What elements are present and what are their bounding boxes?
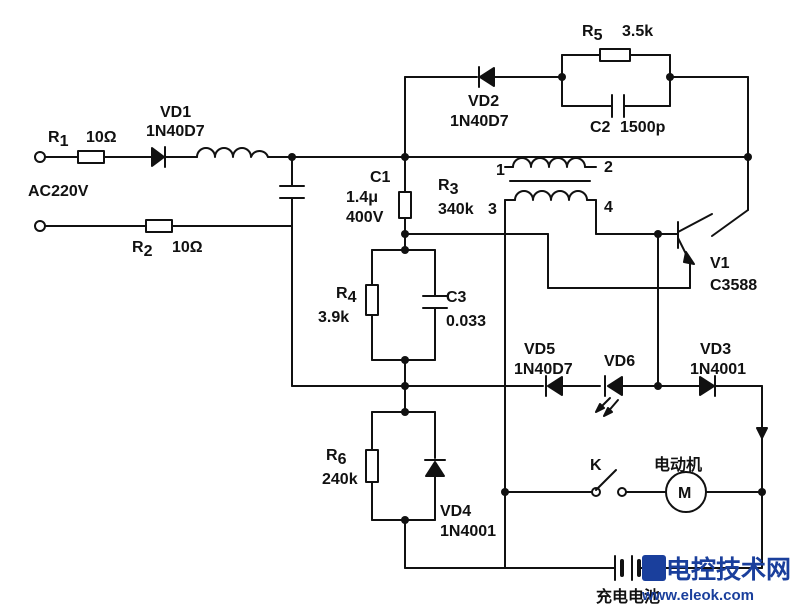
c2-value: 1500p xyxy=(620,119,666,136)
transformer-terminal-1: 1 xyxy=(496,162,505,179)
ac-terminal-top xyxy=(34,151,46,163)
vd5-label: VD5 xyxy=(524,341,555,358)
r1-label: R1 xyxy=(48,129,69,150)
r6-label: R6 xyxy=(326,447,347,468)
vd4-label: VD4 xyxy=(440,503,471,520)
diode-vd3 xyxy=(699,375,716,397)
vd4-part: 1N4001 xyxy=(440,523,496,540)
vd5-part: 1N40D7 xyxy=(514,361,573,378)
vd6-label: VD6 xyxy=(604,353,635,370)
resistor-r2 xyxy=(145,219,173,233)
diode-vd2 xyxy=(478,66,495,88)
resistor-r5 xyxy=(599,48,631,62)
v1-label: V1 xyxy=(710,255,730,272)
transformer-terminal-3: 3 xyxy=(488,201,497,218)
switch-k xyxy=(591,469,627,497)
current-arrow xyxy=(756,427,768,439)
c3-label: C3 xyxy=(446,289,467,306)
transformer-terminal-2: 2 xyxy=(604,159,613,176)
r5-label: R5 xyxy=(582,23,603,44)
r2-label: R2 xyxy=(132,239,153,260)
motor xyxy=(665,471,707,513)
r5-value: 3.5k xyxy=(622,23,653,40)
r2-value: 10Ω xyxy=(172,239,203,256)
r3-label: R3 xyxy=(438,177,459,198)
watermark-title: 电控技术网 xyxy=(666,556,791,584)
junction-dots xyxy=(288,73,766,524)
resistor-r4 xyxy=(365,284,379,316)
c1-label: C1 xyxy=(370,169,391,186)
r6-value: 240k xyxy=(322,471,358,488)
k-label: K xyxy=(590,457,602,474)
transistor-v1 xyxy=(677,213,713,265)
r4-value: 3.9k xyxy=(318,309,349,326)
inductor-l1 xyxy=(196,147,269,158)
vd3-label: VD3 xyxy=(700,341,731,358)
motor-label: 电动机 xyxy=(654,455,702,474)
r1-value: 10Ω xyxy=(86,129,117,146)
c2-label: C2 xyxy=(590,119,611,136)
vd1-part: 1N40D7 xyxy=(146,123,205,140)
vd3-part: 1N4001 xyxy=(690,361,746,378)
c1-value1: 1.4μ xyxy=(346,189,378,206)
diode-vd5 xyxy=(545,375,563,397)
ac-label: AC220V xyxy=(28,183,89,200)
capacitor-c3 xyxy=(422,295,448,309)
ac-terminal-bottom xyxy=(34,220,46,232)
led-vd6 xyxy=(595,375,623,417)
wires xyxy=(44,54,763,569)
resistor-r1 xyxy=(77,150,105,164)
diode-vd1 xyxy=(145,146,173,168)
battery-label: 充电电池 xyxy=(596,587,660,606)
vd2-label: VD2 xyxy=(468,93,499,110)
battery xyxy=(614,555,641,581)
watermark: 电控技术网 www.eleok.com xyxy=(641,555,791,604)
c1-value2: 400V xyxy=(346,209,384,226)
labels: R1 10Ω VD1 1N40D7 AC220V R2 10Ω VD2 1N40… xyxy=(28,23,757,606)
vd2-part: 1N40D7 xyxy=(450,113,509,130)
c3-value: 0.033 xyxy=(446,313,486,330)
watermark-logo-icon xyxy=(642,555,666,581)
diode-vd4 xyxy=(424,459,446,477)
transformer-terminal-4: 4 xyxy=(604,199,613,216)
capacitor-c1 xyxy=(398,191,412,219)
r4-label: R4 xyxy=(336,285,357,306)
resistor-r6 xyxy=(365,449,379,483)
capacitor-input xyxy=(279,185,305,199)
transformer xyxy=(504,157,597,201)
v1-part: C3588 xyxy=(710,277,757,294)
r3-value: 340k xyxy=(438,201,474,218)
vd1-label: VD1 xyxy=(160,104,191,121)
motor-symbol: M xyxy=(678,485,691,502)
capacitor-c2 xyxy=(611,94,625,118)
watermark-url: www.eleok.com xyxy=(641,587,754,604)
